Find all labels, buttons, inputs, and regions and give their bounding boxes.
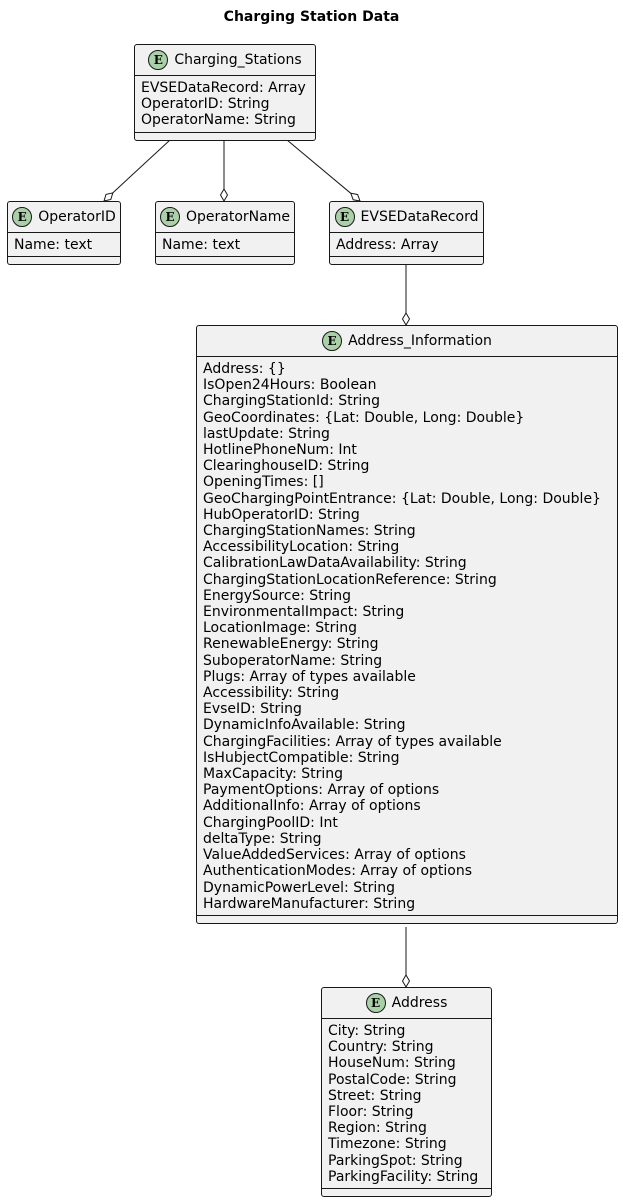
- entity-badge-icon: E: [322, 331, 343, 351]
- entity-badge-icon: E: [160, 207, 181, 227]
- aggregation-diamond-icon: [350, 192, 361, 202]
- entity-header: E Address_Information: [197, 326, 617, 357]
- entity-attribute: deltaType: String: [203, 830, 322, 847]
- entity-header: E Address: [322, 988, 491, 1019]
- entity-name: Address: [391, 995, 448, 1011]
- entity-name: OperatorID: [38, 209, 116, 225]
- entity-attribute: ChargingFacilities: Array of types avail…: [203, 733, 502, 750]
- entity-attribute: RenewableEnergy: String: [203, 636, 379, 653]
- entity-name: Charging_Stations: [174, 52, 302, 68]
- aggregation-diamond-icon: [103, 192, 114, 202]
- entity-attribute: Name: text: [14, 237, 93, 253]
- entity-attributes: Name: text: [156, 233, 294, 256]
- entity-attribute: HotlinePhoneNum: Int: [203, 442, 357, 459]
- entity-attribute: CalibrationLawDataAvailability: String: [203, 555, 467, 572]
- entity-attribute: Address: Array: [336, 237, 439, 253]
- aggregation-diamond-icon: [219, 188, 229, 202]
- entity-attribute: Timezone: String: [328, 1136, 447, 1153]
- relation-line: [286, 139, 352, 194]
- entity-header: E OperatorName: [156, 202, 294, 233]
- entity-attribute: ParkingFacility: String: [328, 1168, 479, 1185]
- entity-methods-compartment: [197, 914, 617, 923]
- entity-attribute: City: String: [328, 1023, 406, 1039]
- entity-attribute: EnvironmentalImpact: String: [203, 604, 405, 621]
- entity-name: EVSEDataRecord: [360, 209, 479, 225]
- relation-line: [112, 139, 171, 194]
- entity-methods-compartment: [135, 131, 315, 140]
- entity-attribute: DynamicInfoAvailable: String: [203, 717, 406, 734]
- entity-attribute: AuthenticationModes: Array of options: [203, 863, 473, 880]
- diagram-title: Charging Station Data: [223, 9, 400, 25]
- entity-name: OperatorName: [186, 209, 290, 225]
- entity-attribute: ChargingStationId: String: [203, 393, 381, 410]
- entity-attribute: AdditionalInfo: Array of options: [203, 798, 421, 815]
- entity-attribute: ParkingSpot: String: [328, 1152, 463, 1169]
- entity-attribute: PostalCode: String: [328, 1071, 457, 1088]
- entity-attribute: SuboperatorName: String: [203, 652, 383, 669]
- entity-badge-icon: E: [12, 207, 33, 227]
- entity-attribute: HouseNum: String: [328, 1055, 456, 1072]
- entity-attribute: ChargingStationNames: String: [203, 523, 416, 540]
- entity-attribute: PaymentOptions: Array of options: [203, 782, 440, 799]
- entity-methods-compartment: [156, 256, 294, 264]
- entity-methods-compartment: [330, 256, 483, 264]
- entity-attribute: ClearinghouseID: String: [203, 458, 370, 475]
- entity-attribute: Country: String: [328, 1039, 434, 1056]
- entity-attribute: MaxCapacity: String: [203, 766, 344, 783]
- entity-badge-icon: E: [334, 207, 355, 227]
- entity-attribute: Accessibility: String: [203, 685, 340, 702]
- entity-methods-compartment: [8, 256, 120, 264]
- entity-badge-icon: E: [365, 993, 386, 1013]
- entity-attribute: IsHubjectCompatible: String: [203, 749, 400, 766]
- entity-header: E Charging_Stations: [135, 45, 315, 76]
- entity-attribute: lastUpdate: String: [203, 425, 330, 442]
- entity-attribute: HardwareManufacturer: String: [203, 895, 416, 912]
- entity-attribute: Plugs: Array of types available: [203, 668, 416, 685]
- aggregation-diamond-icon: [401, 974, 411, 988]
- entity-badge-icon: E: [148, 50, 169, 70]
- entity-attribute: GeoCoordinates: {Lat: Double, Long: Doub…: [203, 409, 525, 426]
- entity-attribute: IsOpen24Hours: Boolean: [203, 377, 377, 394]
- entity-attribute: Floor: String: [328, 1104, 414, 1121]
- entity-attribute: ChargingStationLocationReference: String: [203, 571, 497, 588]
- entity-attribute: AccessibilityLocation: String: [203, 539, 400, 556]
- entity-attribute: EVSEDataRecord: Array: [141, 80, 306, 96]
- entity-attribute: HubOperatorID: String: [203, 506, 360, 523]
- aggregation-diamond-icon: [401, 312, 411, 326]
- entity-attribute: ValueAddedServices: Array of options: [203, 847, 466, 864]
- entity-attribute: LocationImage: String: [203, 620, 358, 637]
- entity-attribute: GeoChargingPointEntrance: {Lat: Double, …: [203, 490, 601, 507]
- entity-attribute: EnergySource: String: [203, 587, 352, 604]
- entity-attributes: Name: text: [8, 233, 120, 256]
- entity-name: Address_Information: [348, 333, 492, 349]
- entity-methods-compartment: [322, 1188, 491, 1196]
- entity-attribute: EvseID: String: [203, 701, 302, 718]
- entity-header: E EVSEDataRecord: [330, 202, 483, 233]
- entity-attribute: DynamicPowerLevel: String: [203, 879, 395, 896]
- entity-attributes: Address: Array: [330, 233, 483, 256]
- entity-attribute: OperatorID: String: [141, 96, 270, 113]
- entity-attribute: OpeningTimes: []: [203, 474, 324, 491]
- entity-attribute: Region: String: [328, 1120, 427, 1137]
- entity-attribute: Street: String: [328, 1087, 422, 1104]
- entity-attribute: Name: text: [162, 237, 241, 253]
- entity-header: E OperatorID: [8, 202, 120, 233]
- entity-operator-id: E OperatorID Name: text: [7, 201, 121, 266]
- entity-attribute: OperatorName: String: [141, 112, 296, 129]
- entity-attribute: Address: {}: [203, 361, 286, 377]
- entity-attribute: ChargingPoolID: Int: [203, 814, 338, 831]
